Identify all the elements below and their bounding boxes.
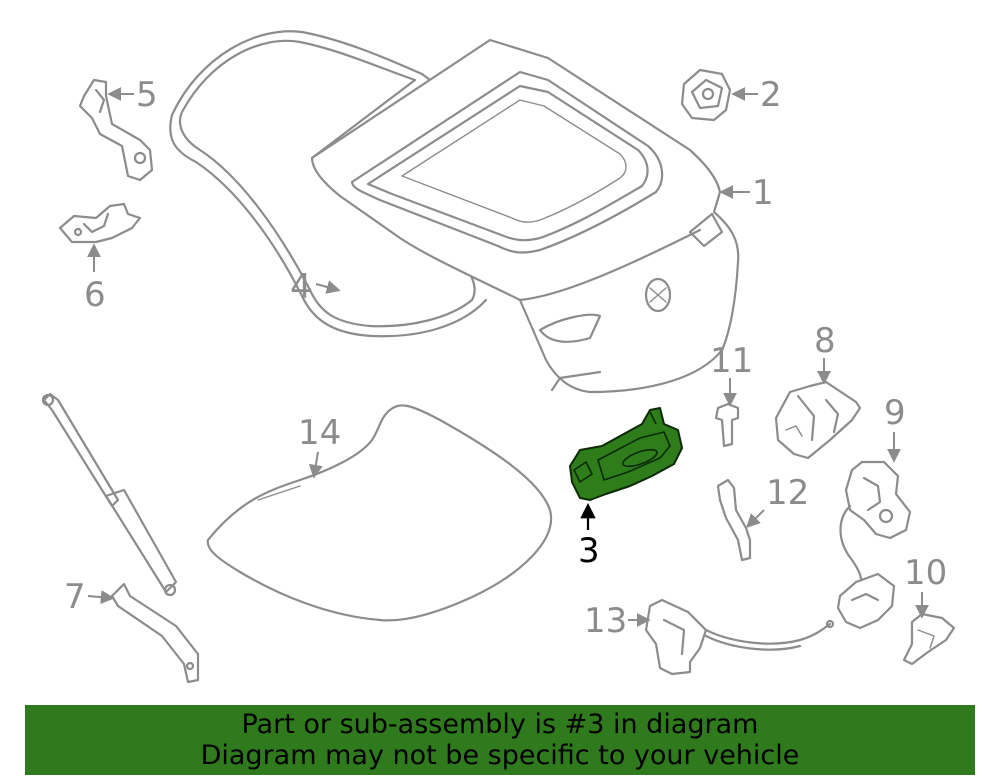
part-2-switch bbox=[680, 68, 732, 122]
part-8-latch bbox=[774, 380, 862, 460]
callout-12: 12 bbox=[766, 473, 809, 513]
part-3-highlighted[interactable] bbox=[569, 407, 683, 501]
part-13-handle bbox=[644, 598, 835, 676]
part-1-liftgate bbox=[310, 38, 740, 394]
callout-13: 13 bbox=[584, 601, 627, 641]
callout-4: 4 bbox=[290, 267, 312, 307]
strut bbox=[41, 392, 178, 597]
part-11-bolt bbox=[714, 402, 740, 448]
part-7-rod bbox=[110, 582, 200, 684]
callout-1: 1 bbox=[752, 173, 774, 213]
part-10-bracket bbox=[902, 612, 956, 666]
part-4-weatherstrip bbox=[169, 30, 488, 338]
callout-11: 11 bbox=[710, 341, 753, 381]
callout-10: 10 bbox=[904, 553, 947, 593]
callout-14: 14 bbox=[298, 413, 341, 453]
callout-3: 3 bbox=[578, 531, 600, 571]
part-12-hose bbox=[716, 478, 752, 562]
callout-labels: 1 2 4 5 6 7 8 9 10 11 12 13 14 3 bbox=[64, 75, 947, 641]
leader-lines bbox=[87, 87, 929, 627]
callout-9: 9 bbox=[884, 393, 906, 433]
part-14-panel bbox=[206, 404, 553, 622]
part-6-hinge bbox=[58, 202, 142, 244]
banner-line-2: Diagram may not be specific to your vehi… bbox=[200, 740, 800, 771]
callout-8: 8 bbox=[814, 321, 836, 361]
info-banner: Part or sub-assembly is #3 in diagram Di… bbox=[25, 705, 975, 775]
callout-7: 7 bbox=[64, 577, 86, 617]
part-5-hinge bbox=[78, 78, 154, 182]
callout-5: 5 bbox=[136, 75, 158, 115]
callout-6: 6 bbox=[84, 275, 106, 315]
banner-line-1: Part or sub-assembly is #3 in diagram bbox=[241, 709, 759, 740]
callout-2: 2 bbox=[760, 75, 782, 115]
part-9-lock bbox=[836, 460, 912, 630]
